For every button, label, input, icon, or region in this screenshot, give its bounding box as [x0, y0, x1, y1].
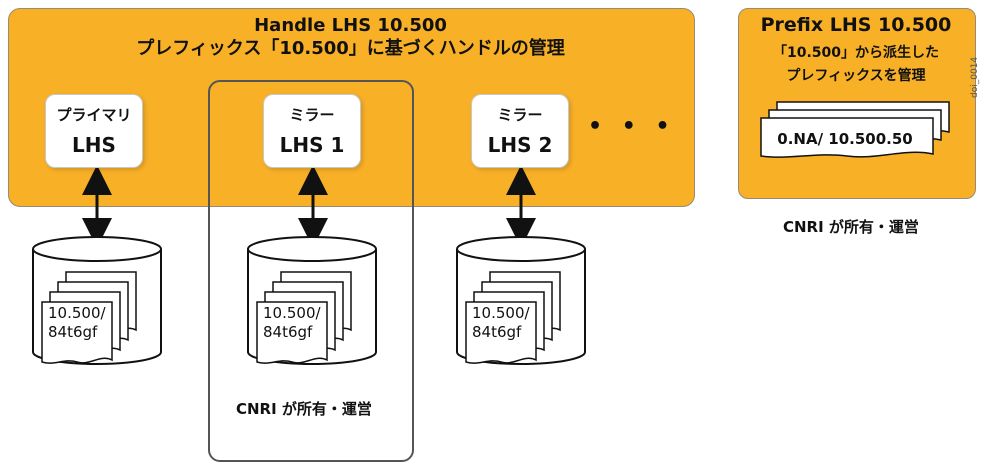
handle-lhs-title: Handle LHS 10.500 プレフィックス「10.500」に基づくハンド…: [8, 14, 693, 60]
handle-record-mirror2: 10.500/ 84t6gf: [472, 304, 552, 342]
prefix-lhs-description: 「10.500」から派生した プレフィックスを管理: [738, 42, 974, 88]
server-primary-name: LHS: [72, 133, 116, 157]
database-mirror1: [247, 236, 377, 365]
handle-record-mirror1: 10.500/ 84t6gf: [263, 304, 343, 342]
prefix-owner-label: CNRI が所有・運営: [783, 218, 919, 236]
handle-record-primary: 10.500/ 84t6gf: [48, 304, 128, 342]
figure-id-tag: doi_0014: [970, 56, 980, 98]
server-primary-type: プライマリ: [56, 106, 132, 124]
mirror-owner-label: CNRI が所有・運営: [236, 400, 372, 418]
server-primary-lhs: プライマリ LHS: [45, 94, 143, 168]
prefix-desc-line2: プレフィックスを管理: [786, 68, 926, 84]
database-mirror2: [456, 236, 586, 365]
prefix-desc-line1: 「10.500」から派生した: [772, 45, 940, 61]
handle-title-line1: Handle LHS 10.500: [254, 15, 447, 36]
prefix-lhs-title: Prefix LHS 10.500: [760, 14, 952, 36]
prefix-record-text: 0.NA/ 10.500.50: [777, 130, 913, 148]
record-line2: 84t6gf: [263, 323, 313, 341]
more-servers-ellipsis: • • •: [588, 114, 676, 139]
record-line1: 10.500/: [472, 304, 530, 322]
record-line1: 10.500/: [48, 304, 106, 322]
record-line1: 10.500/: [263, 304, 321, 322]
cnri-owned-frame: [208, 80, 414, 462]
record-line2: 84t6gf: [48, 323, 98, 341]
prefix-record-stack: [760, 101, 950, 158]
server-mirror-lhs1: ミラー LHS 1: [263, 94, 361, 168]
server-mirror-lhs2: ミラー LHS 2: [471, 94, 569, 168]
record-line2: 84t6gf: [472, 323, 522, 341]
server-mirror1-name: LHS 1: [279, 133, 345, 157]
server-mirror1-type: ミラー: [289, 106, 335, 124]
server-mirror2-name: LHS 2: [487, 133, 553, 157]
handle-title-line2: プレフィックス「10.500」に基づくハンドルの管理: [136, 38, 565, 59]
server-mirror2-type: ミラー: [497, 106, 543, 124]
database-primary: [32, 236, 162, 365]
